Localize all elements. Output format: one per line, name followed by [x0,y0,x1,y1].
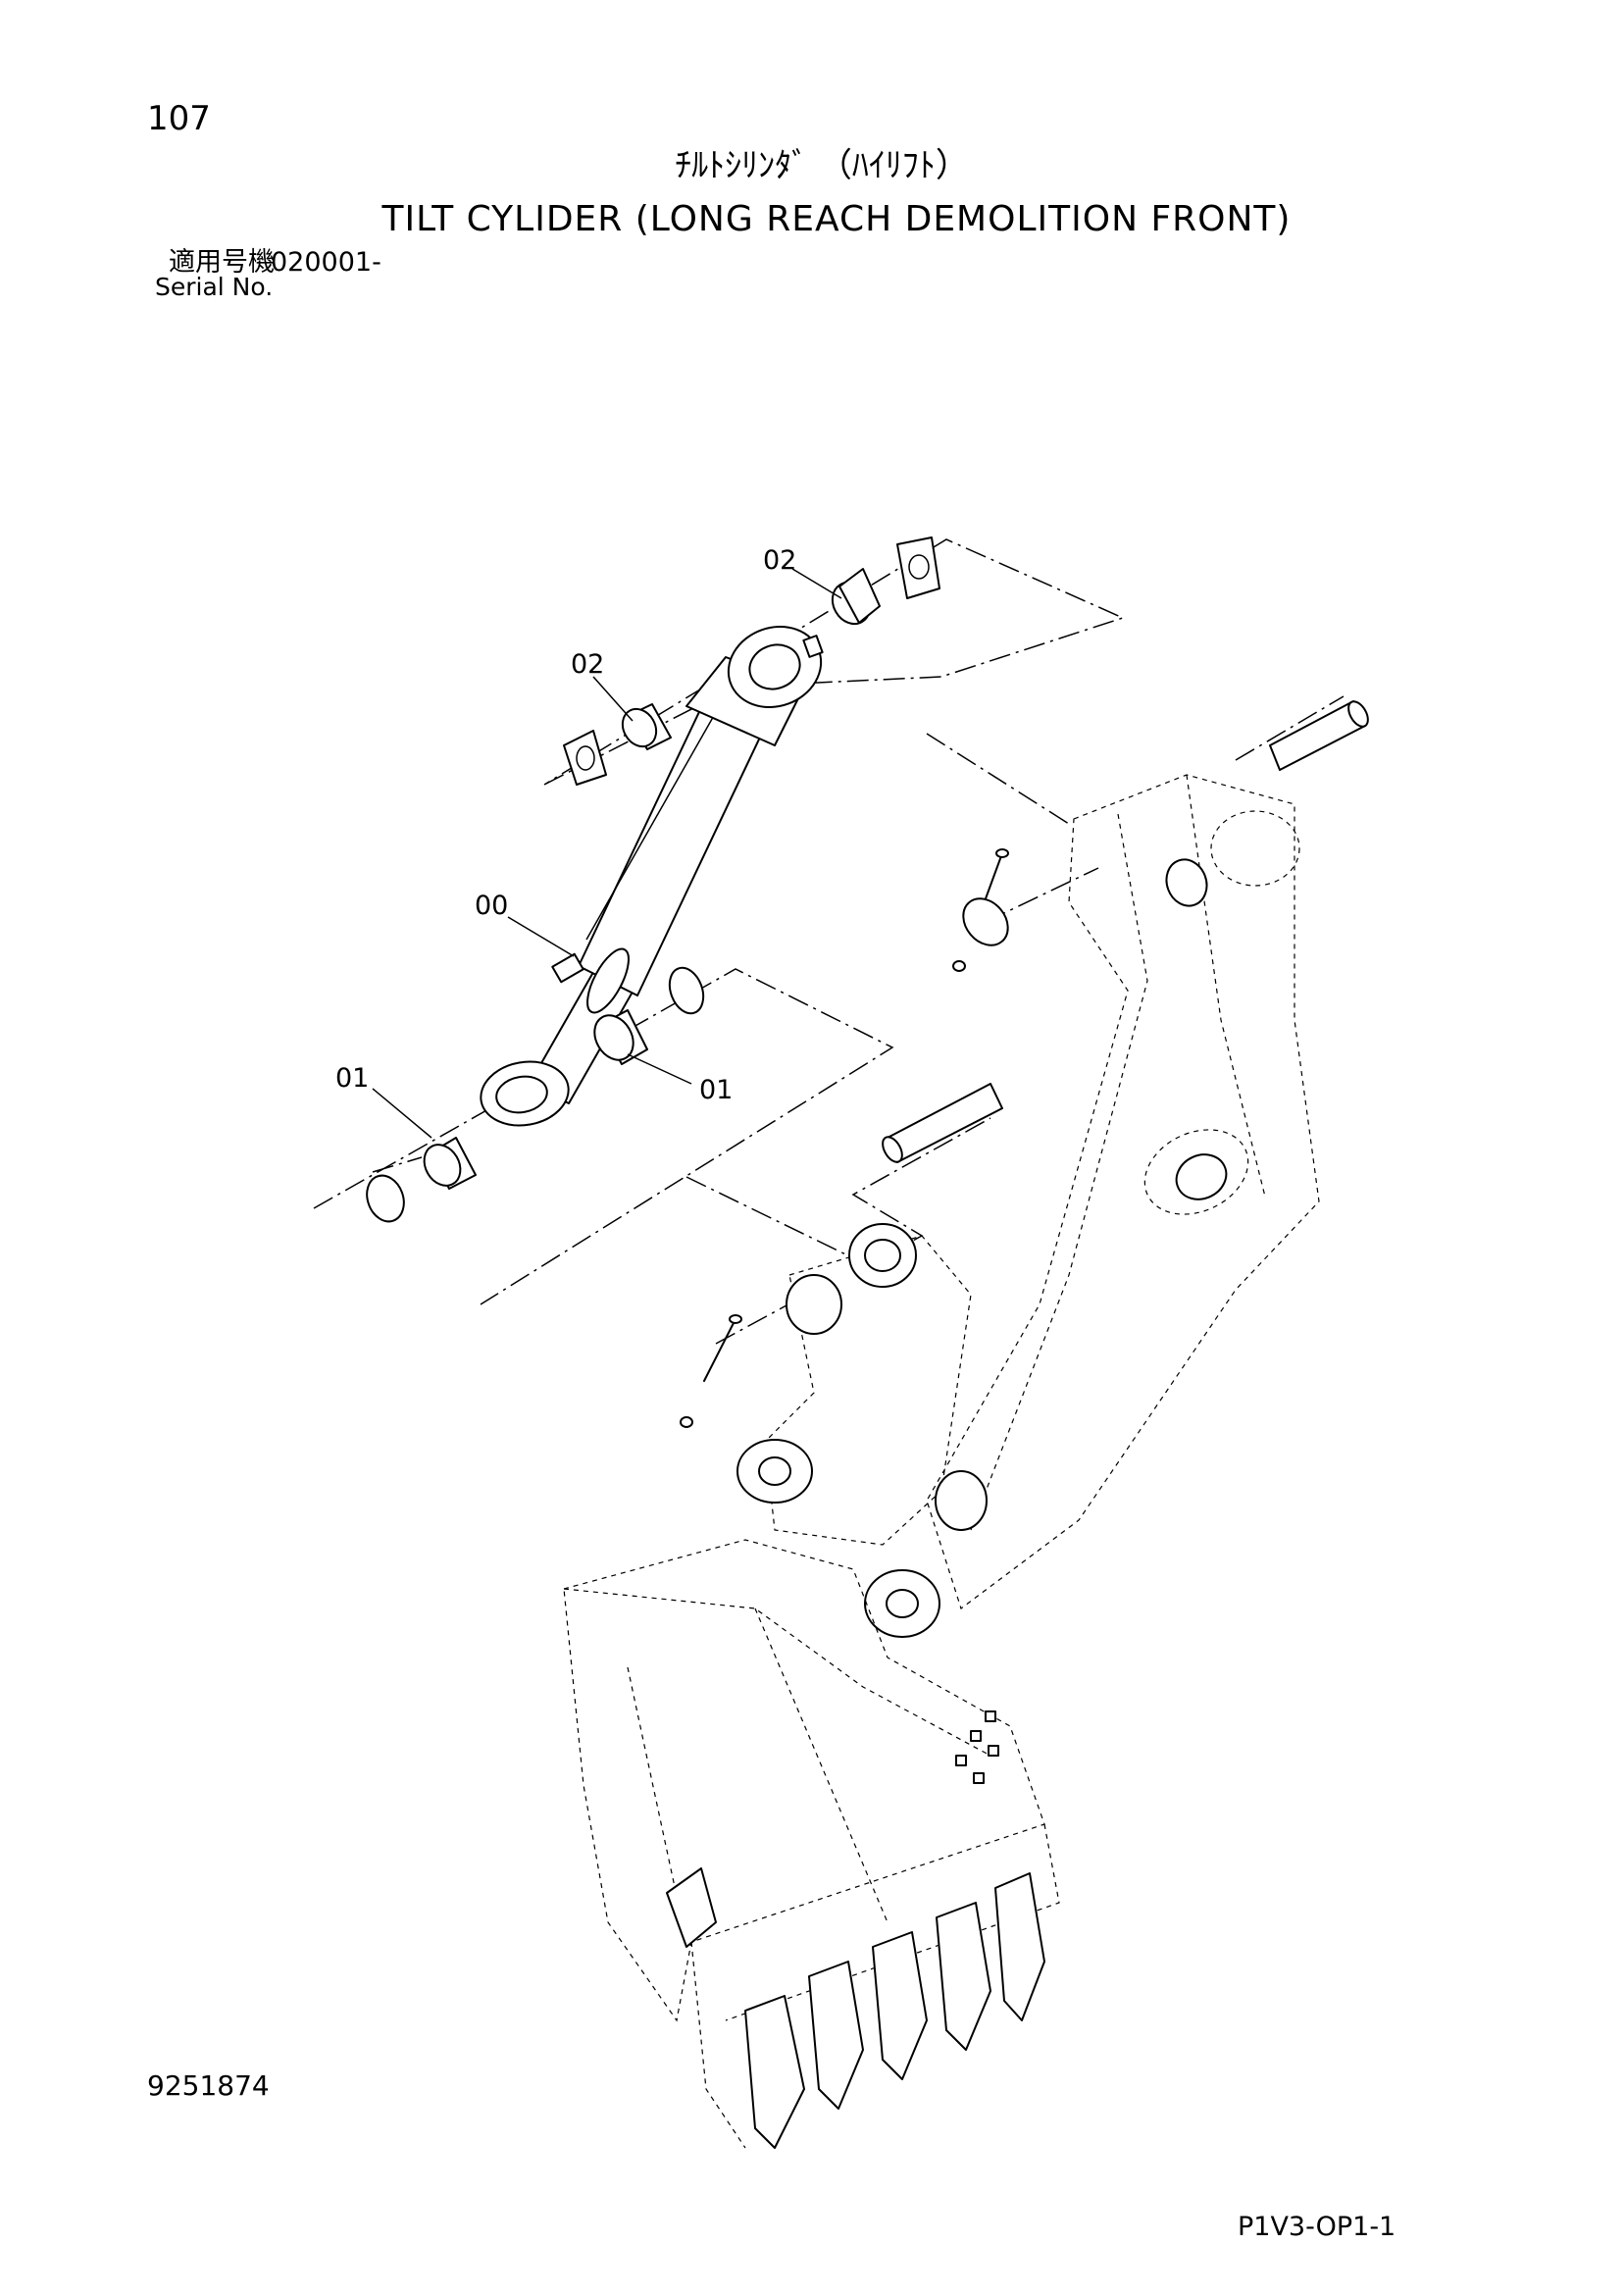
bucket-cutting-edge-left [690,1941,746,2149]
arm-outline [926,774,1320,1609]
bucket-bolt-1 [985,1710,996,1722]
callout-leader-00 [507,916,575,957]
arm-side-edge [1186,774,1266,1198]
hose-clamp [551,952,584,984]
lower-pin-guide-line [313,968,894,1305]
bucket-side-rib [754,1607,888,1923]
pins-and-fasteners [680,700,1369,1428]
callout-leader-01-right [627,1053,692,1085]
barrel-end-cap [586,947,630,1014]
shim-upper-right-hole [908,554,930,580]
bucket-tooth-3 [872,1931,928,2080]
bucket-bolt-5 [973,1772,985,1784]
shim-01-left [366,1174,405,1223]
callout-label-02-upper: 02 [763,545,796,576]
bolt-upper-head [995,848,1009,858]
nut-lower [680,1416,693,1428]
side-cutter-bracket [666,1867,717,1948]
bucket-back-edge [627,1666,687,1943]
bushing-01-left [423,1144,462,1187]
bolt-lower-head [729,1314,742,1324]
serial-label-japanese: 適用号機 [169,247,275,278]
shim-left [563,730,607,786]
assembly-reference-lines [313,538,1345,1345]
arm-mid-boss [1143,1129,1249,1215]
sheet-code: P1V3-OP1-1 [1238,2212,1396,2242]
link-lower-right-boss [935,1470,988,1531]
callouts: 02 02 00 01 01 [335,545,842,1139]
bucket-teeth [744,1872,1045,2149]
pin-collar-upper [962,897,1009,946]
upper-pin-transfer-line [926,733,1070,825]
bucket-bolt-4 [955,1755,967,1766]
link-lower-left-bore [758,1456,791,1486]
callout-label-01-left: 01 [335,1063,369,1094]
drawing-number: 9251874 [147,2069,270,2102]
arm-and-bucket-phantom [563,774,1320,2149]
shim-upper-right [896,536,940,599]
barrel-highlight [585,690,729,941]
shim-left-hole [576,745,595,771]
boom-pin-upper-end [1347,700,1369,728]
arm-mid-pin-hole [1175,1153,1228,1200]
lower-pin-transfer-line [685,1117,991,1266]
callout-leader-01-left [372,1088,432,1139]
nut-upper [952,960,966,972]
bucket-bolt-3 [988,1745,999,1757]
callout-label-00: 00 [475,891,508,921]
rod-end-bore [495,1075,548,1114]
upper-pin-guide-line [543,538,1126,786]
serial-number-value: 020001- [271,247,381,278]
serial-label-english: Serial No. [155,273,274,301]
bucket-tooth-5 [994,1872,1045,2021]
bucket-tooth-4 [936,1902,991,2051]
cylinder-top-bore [748,643,801,690]
link-pin-end [882,1136,903,1163]
bucket-side-bolts [955,1710,999,1784]
link-assembly [764,1235,972,1546]
callout-leader-02-left [592,676,634,722]
link-left-boss [786,1274,842,1335]
bushing-02-upper-right-body [838,568,881,624]
boom-pin-guide-line [1235,695,1345,761]
link-upper-bore [864,1239,901,1272]
washer-guide-line [372,1156,423,1173]
link-pin [887,1083,1003,1163]
shim-01-right [668,966,705,1015]
bucket-tooth-2 [808,1961,864,2110]
bucket-top-edge [563,1588,991,1757]
bucket-link-bore [886,1589,919,1618]
grease-fitting-top [802,635,824,658]
bolt-lower-shank [703,1318,736,1382]
arm-inner-edge [970,813,1148,1531]
title-english: TILT CYLIDER (LONG REACH DEMOLITION FRON… [381,199,1292,239]
tilt-cylinder [480,625,824,1127]
bushings-and-shims [366,536,940,1223]
callout-label-01-right: 01 [699,1075,733,1105]
callout-leader-02-upper [791,568,842,599]
arm-top-boss [1210,810,1300,887]
title-japanese: ﾁﾙﾄｼﾘﾝﾀﾞ （ﾊｲﾘﾌﾄ） [675,146,969,185]
arm-top-pin-hole [1165,858,1208,907]
bushing-01-right [593,1014,634,1061]
callout-label-02-left: 02 [571,649,604,680]
page-number: 107 [147,99,211,138]
bucket-bolt-2 [970,1730,982,1742]
bucket-tooth-1 [744,1995,805,2149]
